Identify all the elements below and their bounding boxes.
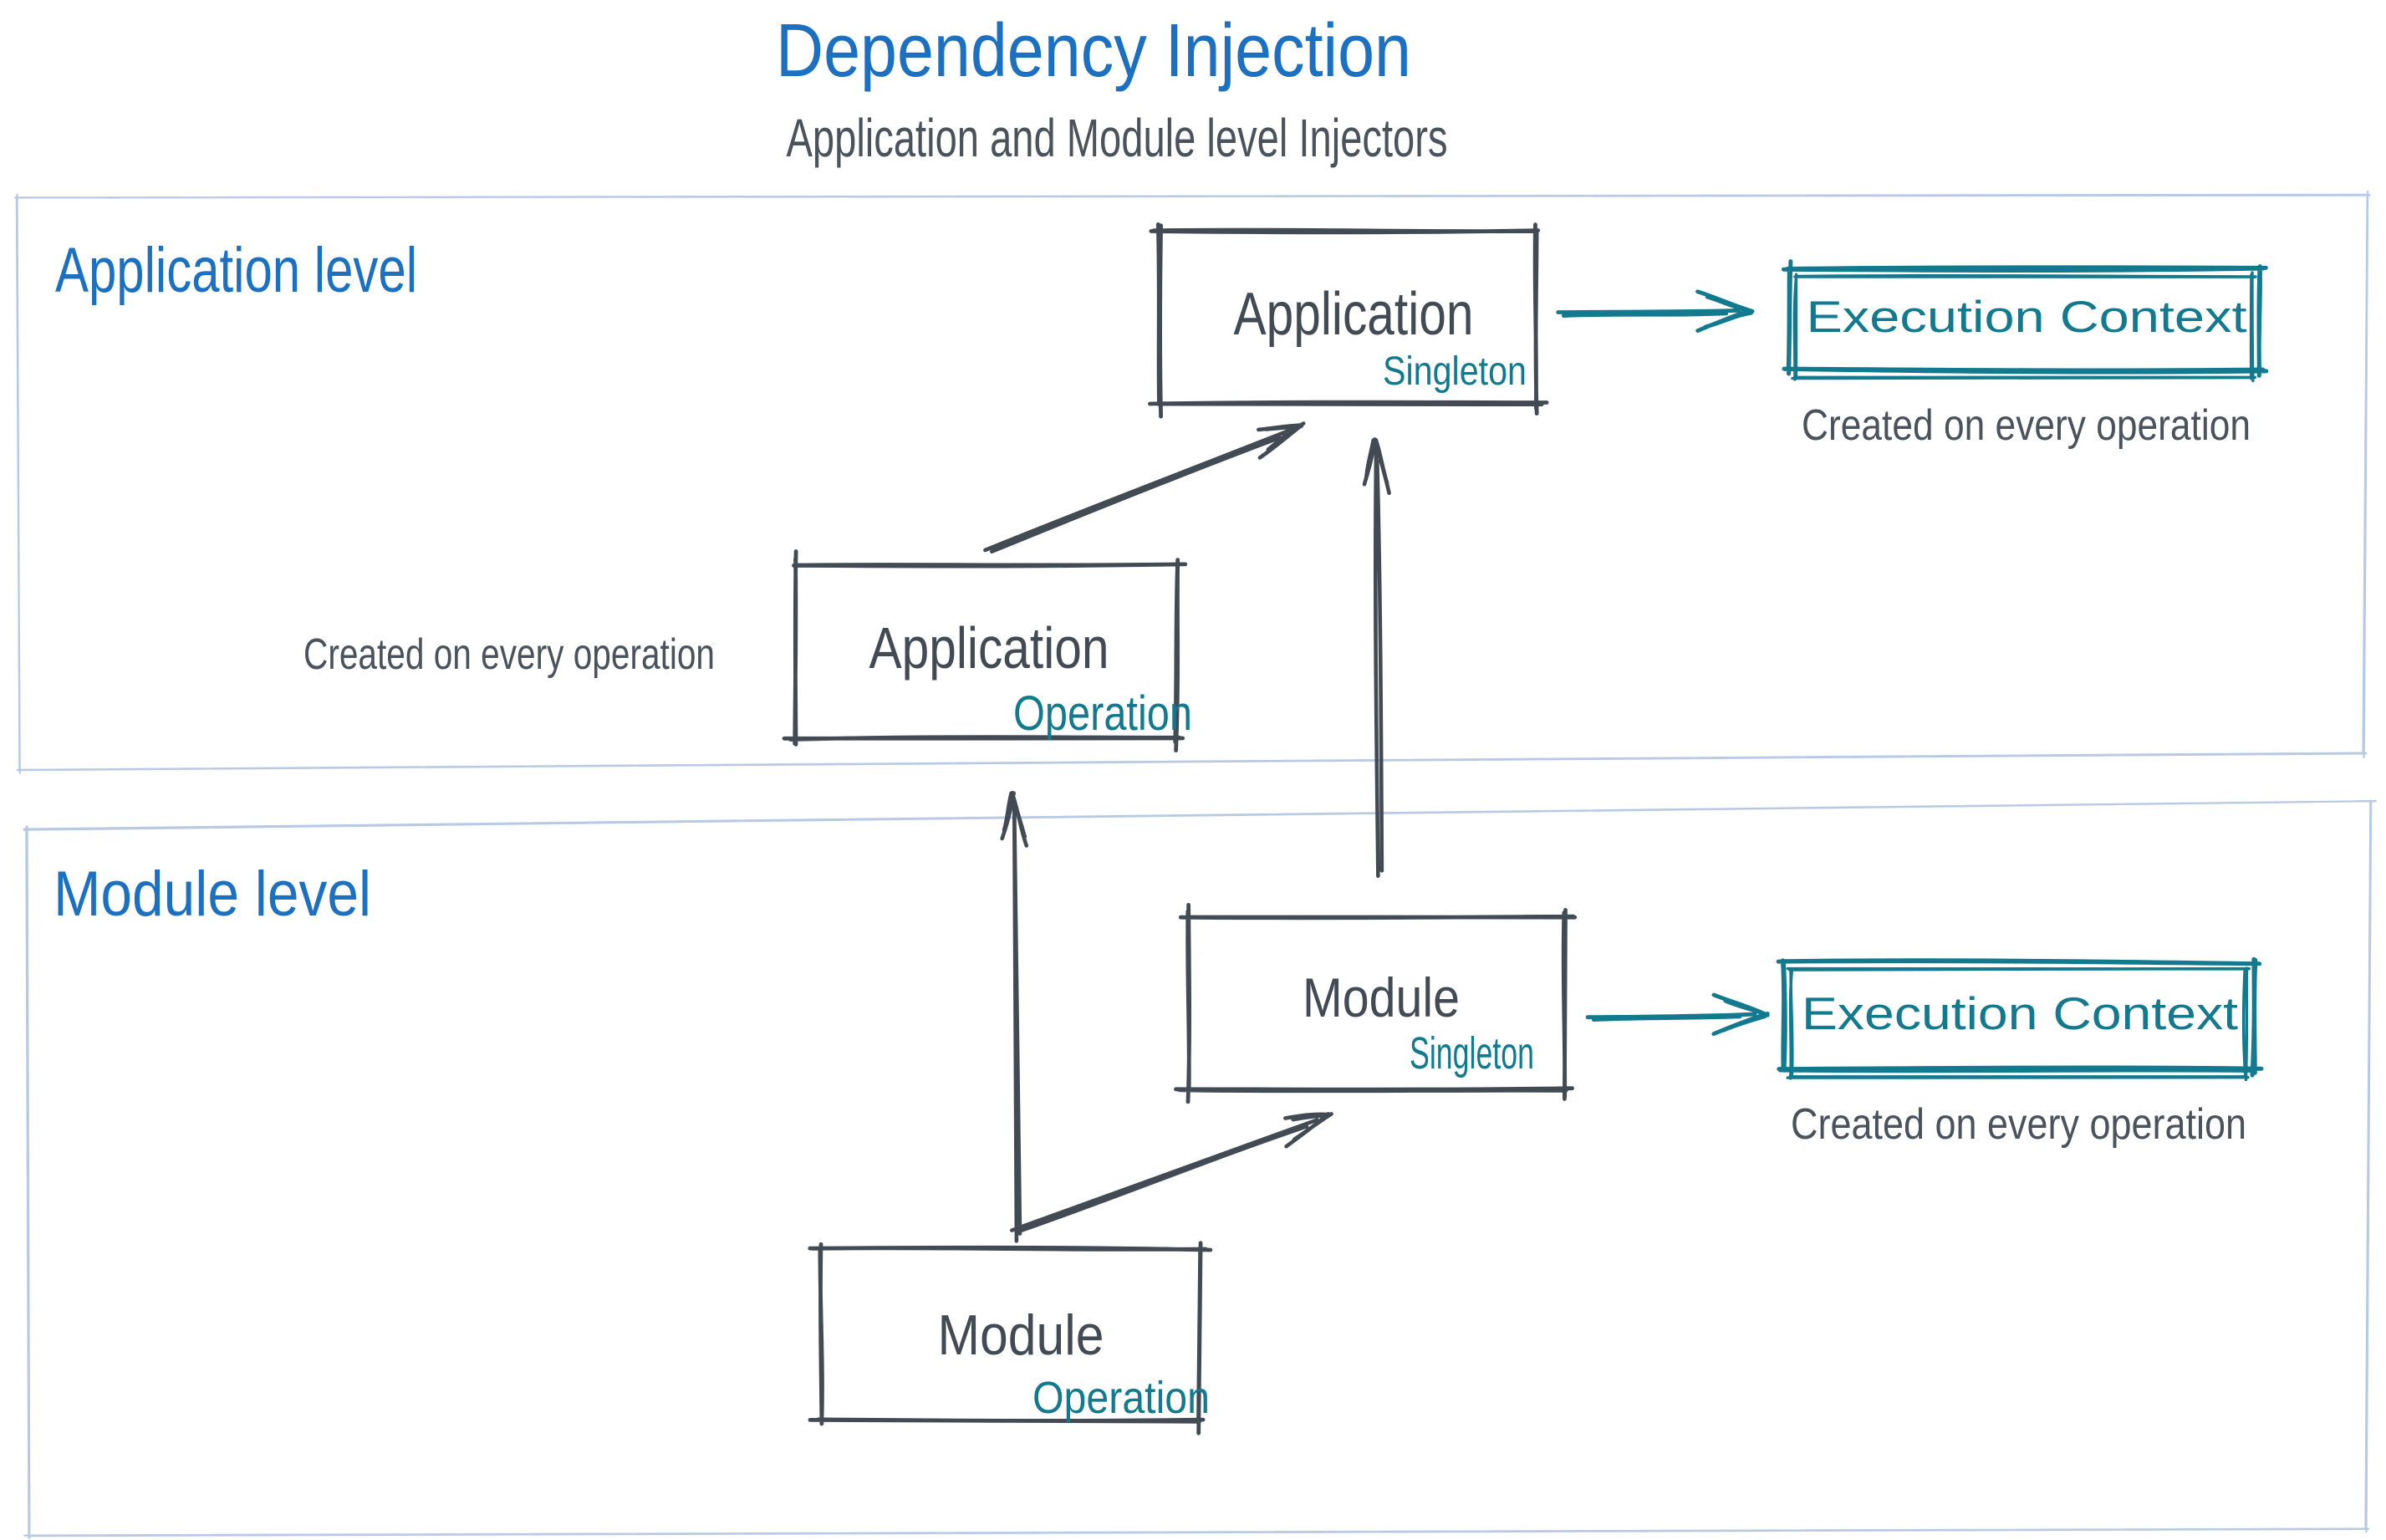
svg-text:Application and Module level I: Application and Module level Injectors bbox=[787, 108, 1448, 168]
svg-text:Module: Module bbox=[1303, 966, 1460, 1028]
svg-text:Execution Context: Execution Context bbox=[1807, 293, 2247, 342]
svg-text:Operation: Operation bbox=[1032, 1373, 1210, 1423]
svg-text:Application: Application bbox=[1234, 281, 1474, 348]
svg-text:Singleton: Singleton bbox=[1383, 349, 1527, 394]
svg-text:Created on every operation: Created on every operation bbox=[1791, 1100, 2246, 1149]
svg-text:Module level: Module level bbox=[54, 859, 371, 930]
svg-text:Singleton: Singleton bbox=[1410, 1028, 1534, 1079]
svg-text:Operation: Operation bbox=[1013, 686, 1192, 741]
svg-text:Execution Context: Execution Context bbox=[1802, 987, 2238, 1039]
svg-text:Created on every operation: Created on every operation bbox=[303, 630, 715, 679]
svg-text:Application: Application bbox=[869, 615, 1109, 681]
svg-text:Module: Module bbox=[938, 1303, 1104, 1367]
svg-text:Created on every operation: Created on every operation bbox=[1802, 401, 2251, 450]
svg-text:Dependency Injection: Dependency Injection bbox=[776, 9, 1411, 93]
svg-text:Application level: Application level bbox=[55, 235, 417, 306]
